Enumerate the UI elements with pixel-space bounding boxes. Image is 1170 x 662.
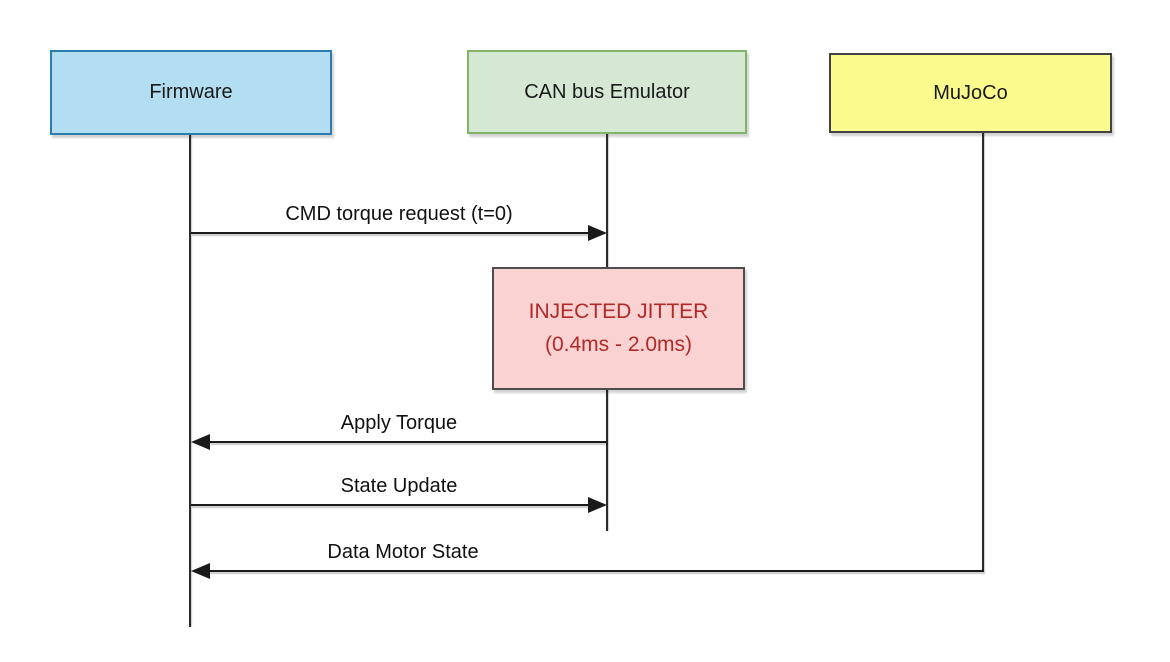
- lifeline-firmware: [189, 135, 191, 627]
- message-line-state-update: [191, 504, 591, 506]
- jitter-note-title: INJECTED JITTER: [528, 299, 709, 323]
- jitter-note-range: (0.4ms - 2.0ms): [544, 332, 693, 356]
- actor-box-firmware: Firmware: [50, 50, 332, 135]
- message-label-cmd-torque-request: CMD torque request (t=0): [285, 203, 513, 225]
- actor-box-can-bus-emulator: CAN bus Emulator: [467, 50, 747, 134]
- actor-box-mujoco: MuJoCo: [829, 53, 1112, 133]
- message-line-apply-torque: [207, 441, 607, 443]
- arrowhead-left-icon: [191, 434, 210, 450]
- arrowhead-left-icon: [191, 563, 210, 579]
- arrowhead-right-icon: [588, 225, 607, 241]
- actor-label-firmware: Firmware: [149, 81, 233, 103]
- message-label-apply-torque: Apply Torque: [340, 412, 458, 434]
- actor-label-mujoco: MuJoCo: [933, 81, 1008, 104]
- message-line-data-motor-state: [207, 570, 984, 572]
- lifeline-mujoco: [982, 133, 984, 572]
- message-label-state-update: State Update: [340, 475, 458, 497]
- message-line-cmd-torque-request: [191, 232, 591, 234]
- injected-jitter-note: INJECTED JITTER (0.4ms - 2.0ms): [492, 267, 745, 390]
- actor-label-can-bus-emulator: CAN bus Emulator: [524, 80, 690, 103]
- message-label-data-motor-state: Data Motor State: [327, 541, 479, 563]
- arrowhead-right-icon: [588, 497, 607, 513]
